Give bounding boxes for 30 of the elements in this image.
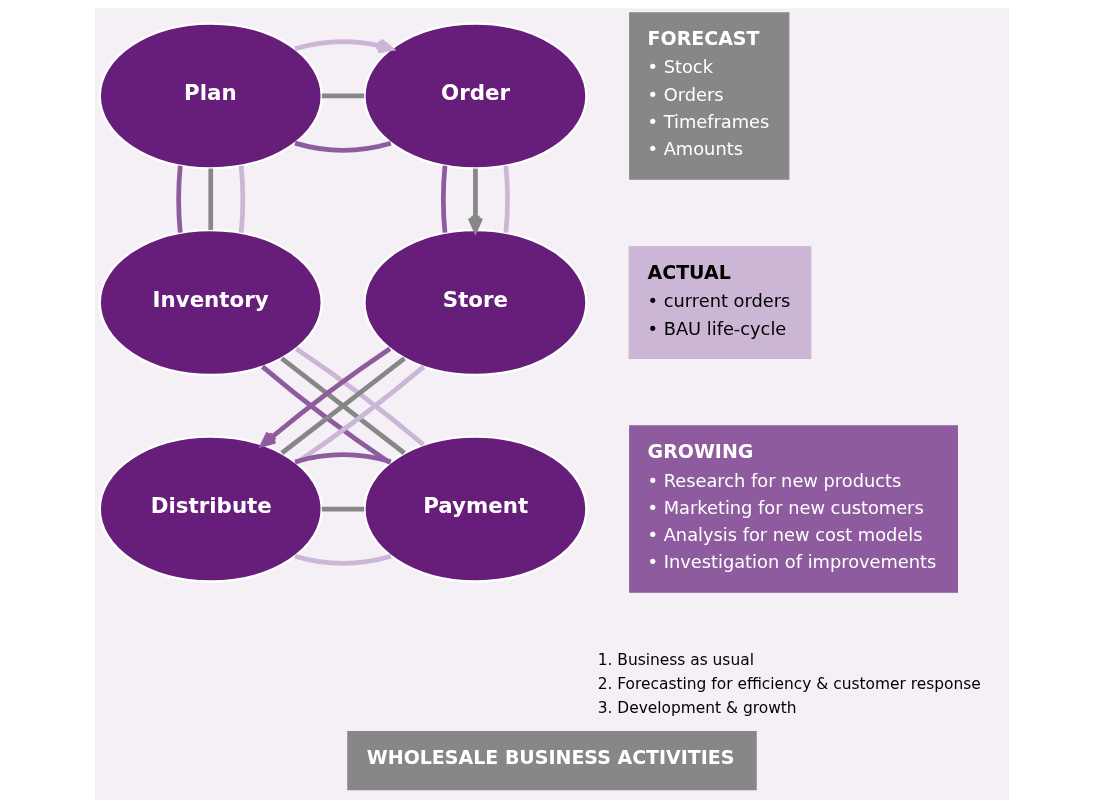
connector [260,364,391,465]
connector [440,165,447,233]
node-ellipse: Order [362,22,588,170]
connector [279,356,406,455]
node-ellipse: Inventory [98,228,323,377]
connector [238,165,245,233]
label: 1. Business as usual [597,651,754,670]
diagram-title: WHOLESALE BUSINESS ACTIVITIES [366,746,735,769]
node-ellipse: Distribute [98,435,323,583]
connector [321,93,364,99]
arrow [293,38,394,54]
node-ellipse: Payment [362,435,588,583]
node-ellipse: Store [362,228,588,377]
node-ellipse: Plan [98,22,323,170]
arrow [467,168,483,233]
node-box: FORECAST • Stock • Orders • Timeframes • Amounts [628,12,789,180]
node-box: GROWING • Research for new products • Marketing for new customers • Analysis for new cost models • Investigation of improvements [628,425,958,593]
label: 2. Forecasting for efficiency & customer response [597,674,981,693]
connector [175,165,183,233]
connector [293,452,391,465]
connector [207,168,213,230]
connector [294,364,425,465]
connector [321,506,364,512]
connector [293,140,391,153]
node-box: ACTUAL • current orders • BAU life-cycle [628,246,811,359]
connector [503,165,510,233]
arrow [259,346,391,448]
label: 3. Development & growth [597,698,797,717]
connector [294,346,425,447]
connector [293,553,391,566]
